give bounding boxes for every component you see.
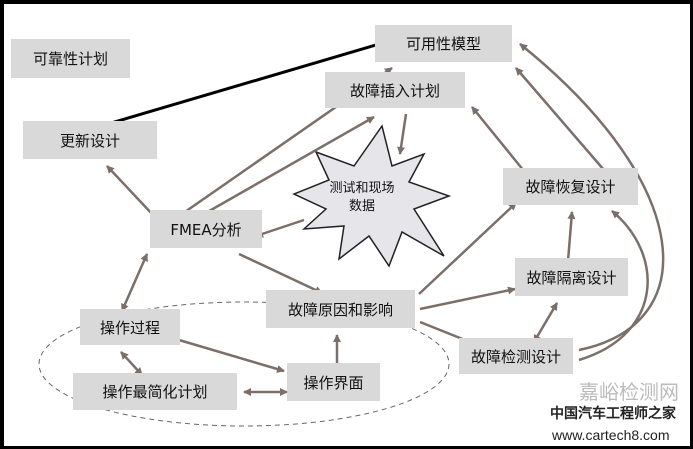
node-operation-interface: 操作界面	[287, 363, 380, 401]
node-fault-injection-plan: 故障插入计划	[325, 72, 465, 108]
node-fmea: FMEA分析	[150, 210, 262, 248]
star-label-line2: 数据	[348, 199, 375, 214]
arrow-detection-to-availability-curve	[519, 43, 665, 352]
watermark-url: www.cartech8.com	[552, 427, 670, 443]
arrow-star-to-fmea	[255, 218, 305, 238]
node-availability-model: 可用性模型	[375, 25, 512, 62]
node-fault-cause-effect: 故障原因和影响	[266, 290, 415, 328]
arrow-isolation-to-recovery	[566, 211, 576, 262]
node-fault-isolation: 故障隔离设计	[515, 258, 628, 296]
arrow-recovery-to-fault-injection	[471, 106, 525, 172]
star-label-line1: 测试和现场	[329, 181, 395, 196]
node-operation-process: 操作过程	[80, 309, 180, 345]
node-update-design: 更新设计	[23, 121, 157, 159]
test-field-data-star	[292, 124, 452, 268]
arrow-fault-cause-to-recovery	[418, 202, 517, 295]
arrow-fmea-operation-process	[120, 253, 149, 312]
arrow-fault-injection-to-star	[397, 113, 408, 155]
arrow-recovery-to-availability-model	[515, 67, 605, 171]
node-reliability-plan: 可靠性计划	[11, 39, 130, 78]
arrow-fmea-to-fault-injection	[203, 115, 375, 216]
arrow-fmea-to-update-design	[106, 165, 155, 217]
operations-group-dashed-outline	[38, 301, 450, 427]
arrow-detection-to-recovery-curve	[578, 210, 649, 362]
arrow-fault-cause-to-isolation	[419, 286, 516, 311]
arrow-operation-process-to-interface	[178, 338, 285, 373]
connections-layer	[38, 39, 665, 427]
node-fault-recovery: 故障恢复设计	[503, 168, 638, 205]
arrow-detection-isolation	[532, 302, 559, 343]
node-operation-simplify-plan: 操作最简化计划	[73, 373, 237, 410]
watermark-faint: 嘉峪检测网	[579, 380, 679, 404]
star-label: 测试和现场 数据	[322, 180, 402, 216]
node-fault-detection: 故障检测设计	[459, 338, 573, 374]
watermark-brand: 中国汽车工程师之家	[550, 406, 676, 422]
arrow-operation-process-simplify	[120, 351, 143, 376]
arrow-fmea-to-fault-cause	[238, 252, 323, 295]
arrow-update-design-to-availability-model	[100, 39, 387, 128]
